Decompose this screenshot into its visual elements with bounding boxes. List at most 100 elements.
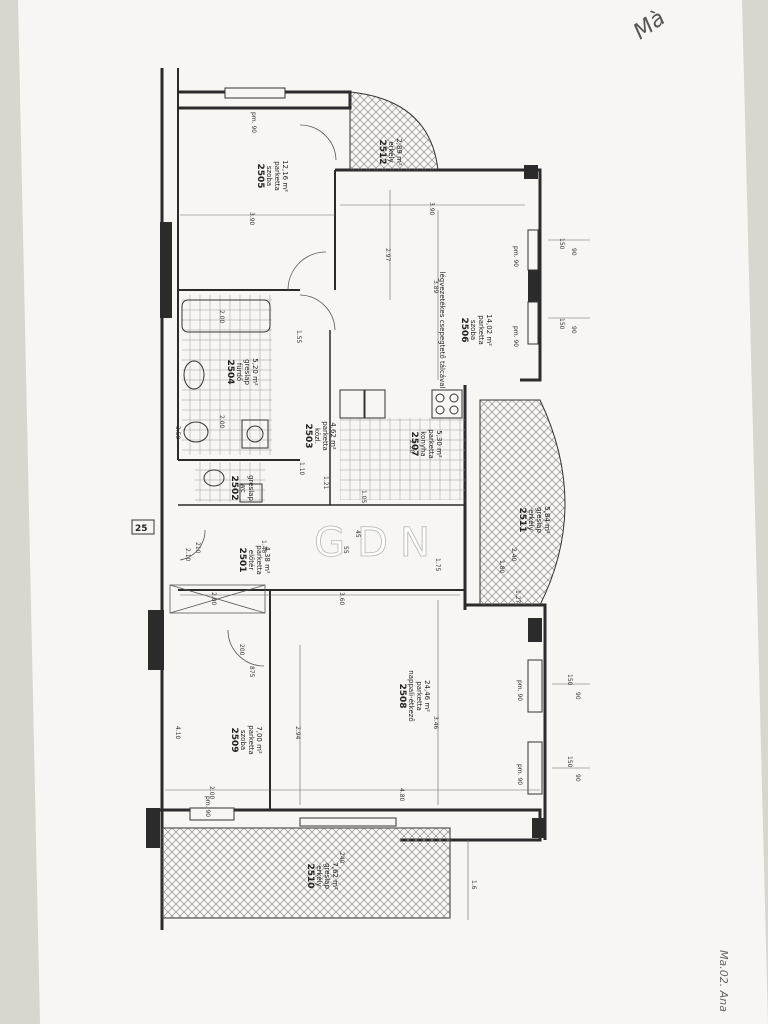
room-number: 2510	[305, 863, 315, 888]
room-number: 2504	[225, 359, 235, 384]
room-type: wc	[239, 483, 247, 493]
room-type: szoba	[239, 730, 247, 750]
room-type: fürdő	[235, 363, 244, 381]
dim-label: 1.55	[295, 330, 302, 344]
room-label-2509: 2509 szoba parketta 7,00 m²	[229, 725, 263, 755]
room-area: 24,46 m²	[423, 680, 431, 712]
dim-label: pm. 90	[250, 112, 257, 133]
room-number: 2508	[397, 683, 407, 708]
room-number: 2506	[459, 317, 469, 342]
room-area: 5,84 m²	[543, 506, 551, 534]
room-area: 4,62 m²	[329, 422, 337, 450]
dim-label: 1.6	[470, 880, 477, 890]
dim-label: 150	[558, 318, 565, 330]
room-area: 4,38 m²	[263, 546, 271, 574]
dim-label: 150	[558, 238, 565, 250]
dim-label: 1.27	[514, 590, 521, 604]
room-label-2512: 2512 erkély 2,89 m²	[377, 138, 403, 166]
room-number: 2501	[237, 547, 247, 572]
dim-label: pm. 90	[516, 764, 523, 785]
room-floor: parketta	[477, 315, 485, 345]
dim-label: 90	[574, 692, 581, 700]
bathroom-tiles	[182, 295, 272, 455]
dim-label: 2.10	[184, 548, 191, 562]
dim-label: 3.46	[432, 716, 439, 730]
room-number: 2505	[255, 163, 265, 188]
dim-label: 2.00	[208, 786, 215, 800]
dim-label: 210	[194, 542, 201, 554]
room-floor: parketta	[255, 545, 263, 575]
dim-label: 90	[570, 326, 577, 334]
room-number: 2511	[517, 507, 527, 532]
dimension-lines	[165, 190, 590, 920]
room-label-2501: 2501 előtér parketta 4,38 m²	[237, 545, 271, 575]
dim-label: 1.40	[260, 540, 267, 554]
dim-label: pm. 90	[512, 326, 519, 347]
room-floor: greslap	[535, 507, 543, 533]
dim-label: 2.00	[218, 415, 225, 429]
dim-label: 2.40	[510, 548, 517, 562]
dim-label: 2.00	[210, 592, 217, 606]
room-label-2505: 2505 szoba parketta 12,16 m²	[255, 160, 289, 192]
doors	[169, 124, 337, 667]
room-floor: parketta	[321, 421, 329, 451]
room-number: 2512	[377, 139, 387, 164]
dimension-labels: 3.90 3.90 2.97 3.89 1.55 2.00 2.00 2.20 …	[174, 112, 581, 890]
room-type: erkély	[315, 865, 323, 886]
dim-label: 1.80	[498, 560, 505, 574]
room-type: konyha	[419, 431, 427, 456]
handwriting-bottom: Ma.02. Ana	[717, 950, 730, 1012]
dim-label: pm. 90	[512, 246, 519, 267]
room-floor: greslap	[243, 359, 251, 385]
windows	[189, 87, 543, 827]
watermark: GDN	[314, 520, 442, 566]
dim-label: 875	[248, 666, 255, 678]
room-area: 5,30 m²	[435, 430, 443, 458]
dim-label: 3.90	[248, 212, 255, 226]
room-area: 7,00 m²	[255, 726, 263, 754]
room-label-2506: 2506 szoba parketta 14,02 m² légvezetéke…	[438, 272, 493, 389]
dim-label: 150	[566, 674, 573, 686]
room-floor: greslap	[247, 475, 255, 501]
balcony-2511	[479, 399, 566, 606]
room-type: erkély	[387, 141, 395, 162]
room-type: közl.	[313, 428, 321, 444]
room-area: 12,16 m²	[281, 160, 289, 192]
room-number: 2502	[229, 475, 239, 500]
room-floor: parketta	[247, 725, 255, 755]
dim-label: 2.94	[294, 726, 301, 740]
columns	[146, 165, 546, 848]
room-label-2508: 2508 nappali-étkező parketta 24,46 m²	[397, 670, 431, 721]
dim-label: 4.80	[398, 788, 405, 802]
room-note: légvezetékes csepegtető tálcával	[438, 272, 447, 389]
dim-label: 1.05	[360, 490, 367, 504]
kitchen-tiles	[340, 418, 465, 500]
room-floor: parketta	[427, 429, 435, 459]
room-type: nappali-étkező	[407, 670, 416, 721]
dim-label: 1.10	[298, 462, 305, 476]
balcony-2510	[161, 827, 451, 919]
marker-box	[131, 519, 155, 535]
dim-label: 2.00	[218, 310, 225, 324]
dim-label: 55	[342, 546, 349, 554]
balcony-2512	[349, 91, 439, 171]
dim-label: 2.20	[408, 440, 415, 454]
dim-label: pm. 90	[204, 796, 211, 817]
fixtures	[181, 299, 463, 503]
room-floor: greslap	[323, 863, 331, 889]
room-number: 2509	[229, 727, 239, 752]
room-label-2511: 2511 erkély greslap 5,84 m²	[517, 506, 551, 534]
room-label-2502: 2502 wc greslap	[229, 475, 255, 501]
dim-label: 90	[574, 774, 581, 782]
wc-tiles	[195, 462, 265, 502]
dim-label: 150	[566, 756, 573, 768]
room-floor: parketta	[415, 681, 423, 711]
room-area: 7,62 m²	[331, 862, 339, 890]
room-area: 5,20 m²	[251, 358, 259, 386]
room-type: előtér	[247, 550, 256, 571]
marker-label: 25	[135, 524, 148, 534]
dim-label: 3.60	[338, 592, 345, 606]
dim-label: 1.75	[434, 558, 441, 572]
